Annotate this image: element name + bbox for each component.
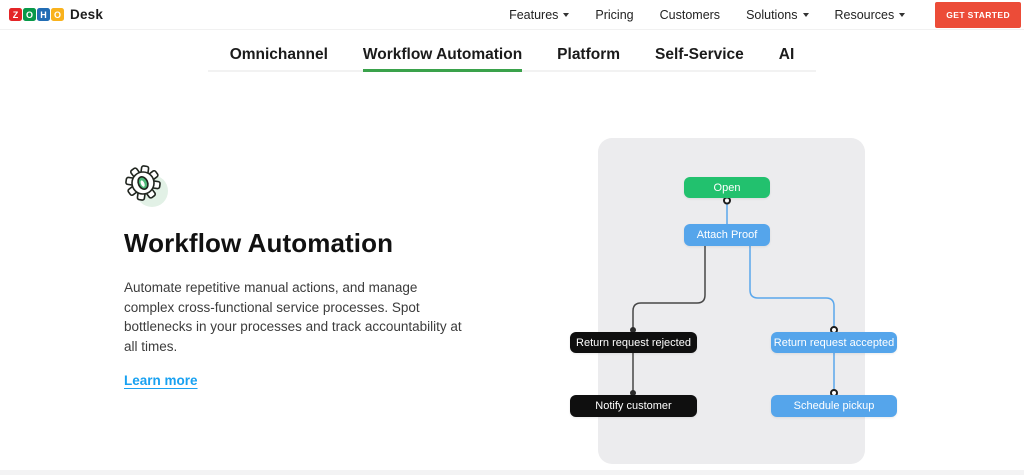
- nav-item-customers[interactable]: Customers: [660, 8, 720, 22]
- zoho-logo-icon: Z O H O: [9, 8, 64, 21]
- nav-item-label: Features: [509, 7, 559, 22]
- flow-node-schedule-pickup: Schedule pickup: [771, 395, 897, 417]
- nav-item-label: Resources: [834, 7, 895, 22]
- learn-more-link[interactable]: Learn more: [124, 373, 198, 388]
- chevron-down-icon: [802, 13, 809, 17]
- tab-workflow-automation[interactable]: Workflow Automation: [362, 42, 523, 72]
- section-description: Automate repetitive manual actions, and …: [124, 280, 462, 354]
- flow-node-return-request-rejected: Return request rejected: [570, 332, 697, 353]
- primary-nav: Features Pricing Customers Solutions Res…: [509, 1, 1021, 28]
- nav-item-label: Solutions: [746, 7, 798, 22]
- nav-item-label: Customers: [659, 7, 721, 22]
- nav-item-label: Pricing: [595, 7, 634, 22]
- logo-letter: O: [51, 8, 64, 21]
- tab-omnichannel[interactable]: Omnichannel: [229, 46, 328, 63]
- nav-item-features[interactable]: Features: [509, 7, 570, 22]
- workflow-diagram: Open Attach Proof Return request rejecte…: [560, 130, 910, 475]
- next-section-edge: [0, 470, 1024, 475]
- product-name: Desk: [70, 7, 104, 22]
- logo-letter: Z: [9, 8, 22, 21]
- zoho-desk-logo[interactable]: Z O H O Desk: [9, 7, 103, 22]
- flow-node-notify-customer: Notify customer: [570, 395, 697, 417]
- feature-tabs: Omnichannel Workflow Automation Platform…: [0, 42, 1024, 72]
- feature-section: Workflow Automation Automate repetitive …: [124, 160, 472, 390]
- flow-node-open: Open: [684, 177, 770, 198]
- tab-self-service[interactable]: Self-Service: [655, 46, 744, 63]
- chevron-down-icon: [563, 13, 570, 17]
- logo-letter: H: [37, 8, 50, 21]
- nav-item-solutions[interactable]: Solutions: [746, 7, 809, 22]
- gear-icon: [125, 165, 168, 207]
- top-navbar: Z O H O Desk Features Pricing Customers …: [0, 0, 1024, 30]
- logo-letter: O: [23, 8, 36, 21]
- tab-ai[interactable]: AI: [778, 46, 795, 63]
- get-started-button[interactable]: GET STARTED: [935, 1, 1021, 28]
- flow-node-attach-proof: Attach Proof: [684, 224, 770, 246]
- section-title: Workflow Automation: [124, 228, 394, 258]
- flow-node-return-request-accepted: Return request accepted: [771, 332, 897, 353]
- nav-item-pricing[interactable]: Pricing: [595, 8, 633, 22]
- tab-platform[interactable]: Platform: [557, 46, 621, 63]
- nav-item-resources[interactable]: Resources: [835, 8, 906, 22]
- chevron-down-icon: [899, 13, 906, 17]
